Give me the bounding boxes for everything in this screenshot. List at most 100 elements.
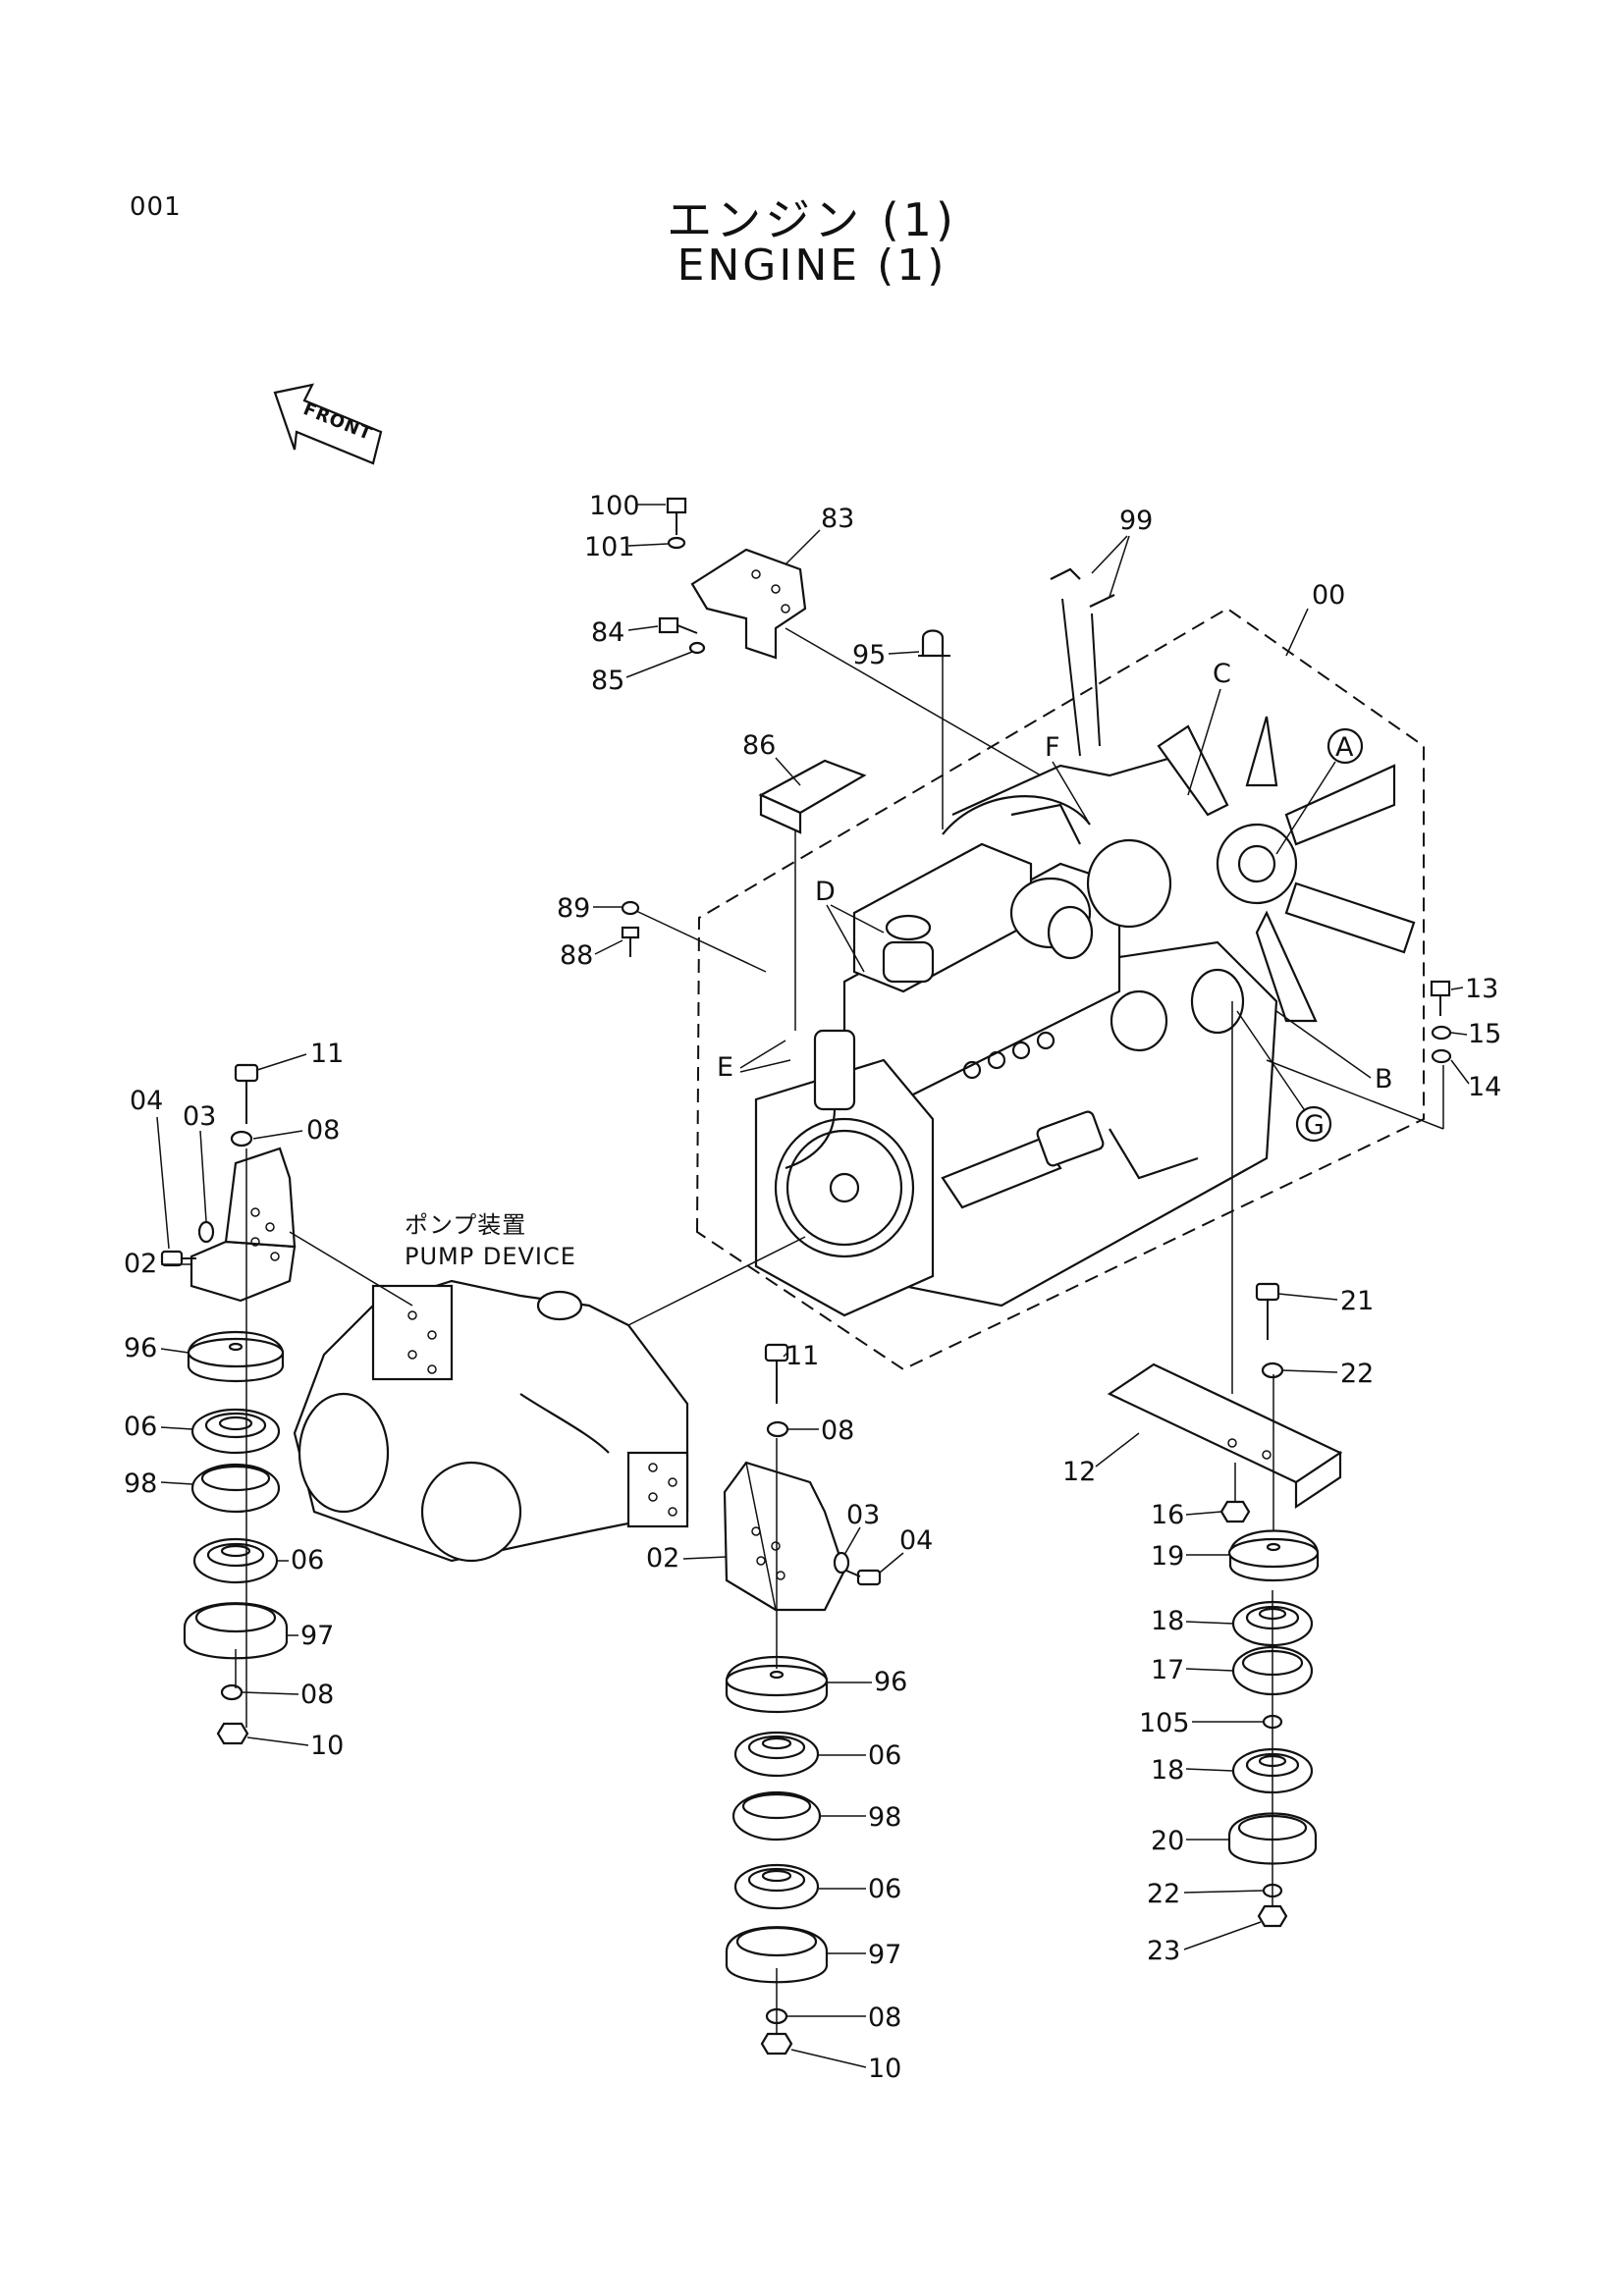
callout-03-left: 03 <box>183 1101 216 1132</box>
callout-98-left: 98 <box>124 1468 157 1499</box>
letter-a-circle <box>1326 727 1364 765</box>
callout-21: 21 <box>1340 1286 1374 1316</box>
reference-letter-c: C <box>1213 659 1231 689</box>
engine-body <box>754 716 1416 1317</box>
letter-g-circle <box>1295 1105 1332 1143</box>
mount-06-left-upper <box>190 1408 281 1455</box>
bracket-83 <box>690 548 807 660</box>
callout-20: 20 <box>1151 1826 1184 1856</box>
reference-letter-g: G <box>1304 1110 1325 1141</box>
bolt-04-left <box>160 1250 196 1267</box>
callout-19: 19 <box>1151 1541 1184 1572</box>
callout-17: 17 <box>1151 1655 1184 1685</box>
callout-04-left: 04 <box>130 1086 163 1116</box>
reference-letters: A B C D E F G <box>717 659 1393 1143</box>
reference-letter-d: D <box>815 877 836 907</box>
callout-99: 99 <box>1119 506 1153 536</box>
page-title-english: ENGINE (1) <box>677 240 947 291</box>
mount-96-left <box>187 1331 285 1383</box>
washer-15 <box>1431 1025 1452 1041</box>
nut-23 <box>1257 1904 1288 1928</box>
bracket-02-left <box>189 1147 297 1303</box>
bolt-84 <box>658 616 698 634</box>
callout-06-left-lower: 06 <box>291 1545 324 1575</box>
callout-22-bottom: 22 <box>1147 1879 1180 1909</box>
callout-16: 16 <box>1151 1500 1184 1530</box>
mount-19 <box>1227 1529 1320 1582</box>
callout-06-center-upper: 06 <box>868 1740 901 1771</box>
callout-00: 00 <box>1312 580 1345 611</box>
bracket-12 <box>1107 1362 1343 1510</box>
washer-14 <box>1431 1048 1452 1064</box>
front-arrow-icon: FRONT <box>273 383 383 465</box>
callout-06-center-lower: 06 <box>868 1874 901 1904</box>
callout-08-left-bottom: 08 <box>300 1680 334 1710</box>
callout-100: 100 <box>589 491 640 521</box>
washer-03-center <box>833 1551 850 1575</box>
mount-98-left <box>190 1463 281 1514</box>
engine-assembly-boundary <box>695 607 1425 1371</box>
callout-10-center: 10 <box>868 2054 901 2084</box>
reference-letter-a: A <box>1335 732 1354 763</box>
callout-95: 95 <box>852 640 886 670</box>
callout-101: 101 <box>584 532 635 562</box>
callout-89: 89 <box>557 893 590 924</box>
callout-15: 15 <box>1468 1019 1501 1049</box>
plate-86 <box>758 759 867 834</box>
washer-101 <box>667 536 686 550</box>
callout-23: 23 <box>1147 1936 1180 1966</box>
callout-04-center: 04 <box>899 1525 933 1556</box>
mount-98-center <box>731 1790 822 1842</box>
washer-03-left <box>197 1220 215 1244</box>
callout-03-center: 03 <box>846 1500 880 1530</box>
callout-83: 83 <box>821 504 854 534</box>
reference-letter-f: F <box>1045 732 1060 763</box>
mount-97-center <box>725 1926 829 1984</box>
nut-10-left <box>216 1722 249 1745</box>
pump-device-label-en: PUMP DEVICE <box>405 1243 576 1270</box>
callout-11-left: 11 <box>310 1039 344 1069</box>
bolt-11-left <box>234 1063 259 1124</box>
callout-18-upper: 18 <box>1151 1606 1184 1636</box>
callout-18-lower: 18 <box>1151 1755 1184 1786</box>
callout-02-center: 02 <box>646 1543 679 1574</box>
callout-02-left: 02 <box>124 1249 157 1279</box>
leader-lines <box>235 627 1444 2034</box>
callout-86: 86 <box>742 730 776 761</box>
washer-22-top <box>1261 1362 1284 1379</box>
bolt-11-center <box>764 1343 789 1404</box>
page-title-japanese: エンジン (1) <box>667 193 957 246</box>
washer-08-left-top <box>230 1130 253 1148</box>
bolt-88 <box>621 926 640 957</box>
bracket-02-center <box>723 1461 846 1612</box>
mount-06-center-lower <box>733 1863 820 1910</box>
callout-97-left: 97 <box>300 1621 334 1651</box>
clamp-95 <box>918 629 950 658</box>
callout-08-left-top: 08 <box>306 1115 340 1146</box>
page-number: 001 <box>130 192 182 222</box>
callout-14: 14 <box>1468 1072 1501 1102</box>
reference-letter-e: E <box>717 1052 733 1083</box>
bolt-13 <box>1430 980 1451 1016</box>
reference-letter-b: B <box>1375 1064 1393 1095</box>
washer-85 <box>688 641 706 655</box>
nut-16 <box>1219 1500 1251 1523</box>
mount-97-left <box>183 1602 289 1660</box>
bolt-100 <box>666 497 687 535</box>
callout-08-center-top: 08 <box>821 1415 854 1446</box>
callout-98-center: 98 <box>868 1802 901 1833</box>
callout-10-left: 10 <box>310 1731 344 1761</box>
bolt-04-center <box>845 1569 882 1586</box>
callout-12: 12 <box>1062 1457 1096 1487</box>
callout-96-center: 96 <box>874 1667 907 1697</box>
mount-06-center-upper <box>733 1731 820 1778</box>
washer-08-center-top <box>766 1420 789 1438</box>
callout-13: 13 <box>1465 974 1498 1004</box>
mount-06-left-lower <box>192 1537 279 1584</box>
callout-22-top: 22 <box>1340 1359 1374 1389</box>
callout-84: 84 <box>591 617 624 648</box>
washer-08-left-bottom <box>220 1683 244 1701</box>
washer-89 <box>621 900 640 916</box>
